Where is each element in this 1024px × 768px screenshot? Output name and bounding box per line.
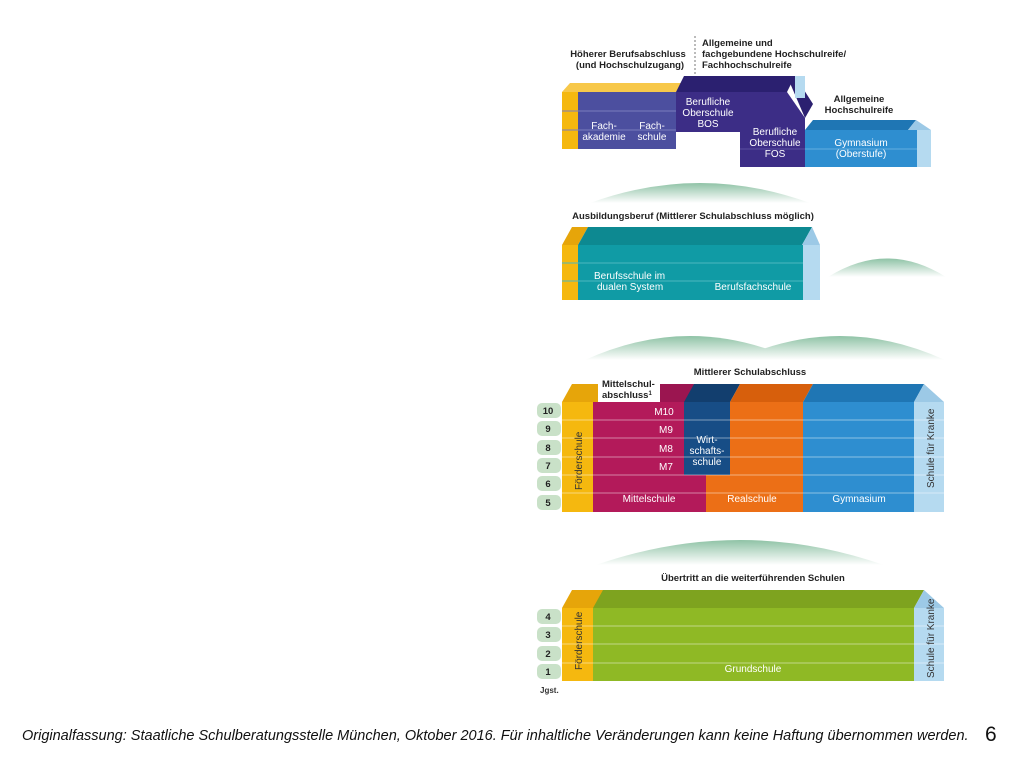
- jgst-label: Jgst.: [540, 686, 559, 695]
- fos-label-2: Oberschule: [749, 138, 801, 149]
- m10-label: M10: [654, 407, 674, 418]
- grade-2: 2: [545, 649, 550, 660]
- bos-label-1: Berufliche: [686, 97, 731, 108]
- mittelschul-label-2: abschluss1: [602, 390, 652, 401]
- bos-label-2: Oberschule: [682, 108, 734, 119]
- berufsschule-label-2: dualen System: [597, 282, 663, 293]
- grade-8: 8: [545, 443, 550, 454]
- higher-education-block: Fach- akademie Fach- schule Berufliche O…: [562, 36, 931, 167]
- grundschule-top-face: [593, 590, 924, 608]
- realschule-block: [730, 402, 803, 512]
- foerderschule-label-primary: Förderschule: [574, 611, 585, 670]
- grade-7: 7: [545, 461, 550, 472]
- fachakademie-label-2: akademie: [582, 132, 626, 143]
- allg-fach-label-2: fachgebundene Hochschulreife/: [702, 49, 846, 60]
- fachschule-top-face: [562, 83, 684, 92]
- bos-top-face: [676, 76, 795, 92]
- allg-fach-label-1: Allgemeine und: [702, 38, 773, 49]
- uebertritt-mound: [596, 540, 884, 565]
- grundschule-label: Grundschule: [725, 664, 782, 675]
- krank-block-secondary: [914, 402, 944, 512]
- bos-block: [676, 92, 740, 132]
- primary-block: Übertritt an die weiterführenden Schulen…: [537, 573, 944, 695]
- berufsschule-side: [803, 245, 820, 300]
- fos-block: [740, 92, 805, 167]
- grade-6: 6: [545, 479, 550, 490]
- m9-label: M9: [659, 425, 673, 436]
- vocational-block: Ausbildungsberuf (Mittlerer Schulabschlu…: [562, 211, 820, 300]
- hoeherer-label-2: (und Hochschulzugang): [576, 60, 684, 71]
- berufsschule-label-1: Berufsschule im: [594, 271, 665, 282]
- krank-label-secondary: Schule für Kranke: [926, 408, 937, 488]
- mittelschul-label-1: Mittelschul-: [602, 379, 655, 390]
- m7-label: M7: [659, 462, 673, 473]
- berufsschule-block: [578, 245, 803, 300]
- mittelschule-label: Mittelschule: [623, 494, 676, 505]
- fachschule-block: [578, 92, 676, 149]
- gymnasium-block: [803, 402, 914, 512]
- grade-9: 9: [545, 424, 550, 435]
- m8-label: M8: [659, 444, 673, 455]
- realschule-label: Realschule: [727, 494, 777, 505]
- mound-right: [735, 336, 945, 360]
- gym-ober-label-2: (Oberstufe): [836, 149, 887, 160]
- berufsschule-top-face: [578, 227, 812, 245]
- berufsfachschule-label: Berufsfachschule: [715, 282, 792, 293]
- foerderschule-block: [562, 402, 593, 512]
- gymnasium-label: Gymnasium: [832, 494, 885, 505]
- wirtschaftsschule-label-2: schafts-: [689, 446, 724, 457]
- uebertritt-label: Übertritt an die weiterführenden Schulen: [661, 573, 845, 584]
- grade-4: 4: [545, 612, 551, 623]
- grade-5: 5: [545, 498, 551, 509]
- fos-label-1: Berufliche: [753, 127, 798, 138]
- wirtschaftsschule-block: [684, 402, 730, 475]
- berufsschule-yellow-strip: [562, 245, 578, 300]
- gym-ober-top-face: [805, 120, 916, 130]
- transition-mound: [590, 183, 810, 203]
- wirtschaftsschule-label-3: schule: [693, 457, 722, 468]
- gym-ober-side: [917, 130, 931, 167]
- allg-hsr-label-2: Hochschulreife: [825, 105, 894, 116]
- krank-block-primary: [914, 608, 944, 681]
- fachschule-label-1: Fach-: [639, 121, 665, 132]
- secondary-block: Mittlerer Schulabschluss Mittels: [537, 367, 944, 512]
- mittlerer-label: Mittlerer Schulabschluss: [694, 367, 806, 378]
- fachschule-label-2: schule: [638, 132, 667, 143]
- foerderschule-block-primary: [562, 608, 593, 681]
- grundschule-block: [593, 608, 914, 681]
- grade-3: 3: [545, 630, 550, 641]
- grade-10: 10: [543, 406, 554, 417]
- fachschule-yellow-strip: [562, 92, 578, 149]
- allg-hsr-label-1: Allgemeine: [834, 94, 885, 105]
- page-number: 6: [985, 723, 997, 746]
- mound-left: [585, 336, 795, 360]
- grade-column-primary: 4 3 2 1: [537, 609, 561, 679]
- gym-ober-label-1: Gymnasium: [834, 138, 887, 149]
- mittelschul-label-box: [598, 376, 660, 402]
- allg-fach-label-3: Fachhochschulreife: [702, 60, 792, 71]
- fos-label-3: FOS: [765, 149, 786, 160]
- foerderschule-label-secondary: Förderschule: [574, 431, 585, 490]
- hoeherer-label-1: Höherer Berufsabschluss: [570, 49, 686, 60]
- side-mound: [828, 258, 946, 277]
- fachakademie-label-1: Fach-: [591, 121, 617, 132]
- ausbildung-label: Ausbildungsberuf (Mittlerer Schulabschlu…: [572, 211, 814, 222]
- grade-column-secondary: 10 9 8 7 6 5: [537, 403, 561, 510]
- krank-label-primary: Schule für Kranke: [926, 598, 937, 678]
- wirtschaftsschule-label-1: Wirt-: [696, 435, 717, 446]
- grade-1: 1: [545, 667, 551, 678]
- source-footnote: Originalfassung: Staatliche Schulberatun…: [22, 728, 969, 744]
- bos-label-3: BOS: [697, 119, 718, 130]
